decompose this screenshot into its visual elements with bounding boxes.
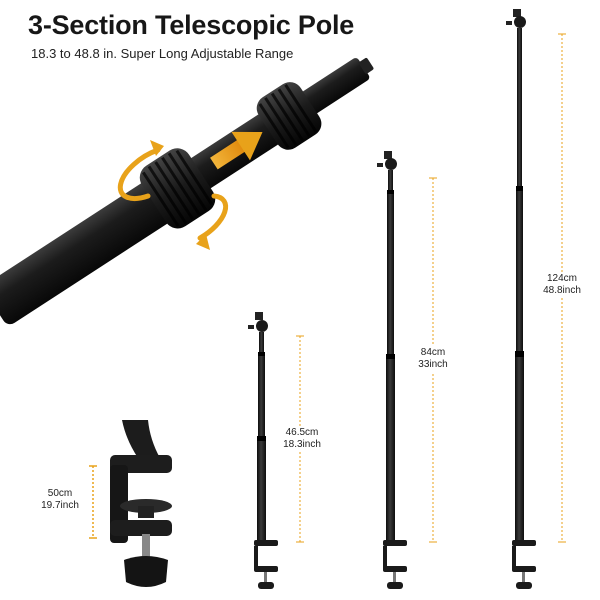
extend-arrow-icon [210, 131, 263, 170]
short-pole-dimension-cm: 46.5cm [285, 427, 319, 438]
medium-pole-dimension-inch: 33inch [418, 359, 448, 370]
long-pole-dimension-inch: 48.8inch [543, 285, 581, 296]
pole-closeup [0, 57, 374, 325]
page-title: 3-Section Telescopic Pole [28, 10, 355, 40]
long-pole-dimension-label: 124cm 48.8inch [543, 272, 581, 298]
clamp-dimension-inch: 19.7inch [41, 500, 79, 511]
medium-pole-dimension-label: 84cm 33inch [418, 346, 448, 372]
pole-short [248, 312, 304, 589]
short-pole-dimension-label: 46.5cm 18.3inch [283, 426, 321, 452]
rotate-arrows-icon [117, 140, 229, 250]
page-subtitle: 18.3 to 48.8 in. Super Long Adjustable R… [31, 46, 294, 61]
short-pole-dimension-inch: 18.3inch [283, 439, 321, 450]
long-pole-dimension-cm: 124cm [546, 273, 577, 284]
clamp-dimension-cm: 50cm [47, 488, 73, 499]
lower-lock-knob [139, 148, 216, 229]
clamp-dimension-label: 50cm 19.7inch [41, 488, 79, 512]
clamp-closeup [89, 420, 172, 587]
upper-lock-knob [256, 82, 322, 150]
pole-long [506, 9, 566, 589]
medium-pole-dimension-cm: 84cm [420, 347, 446, 358]
